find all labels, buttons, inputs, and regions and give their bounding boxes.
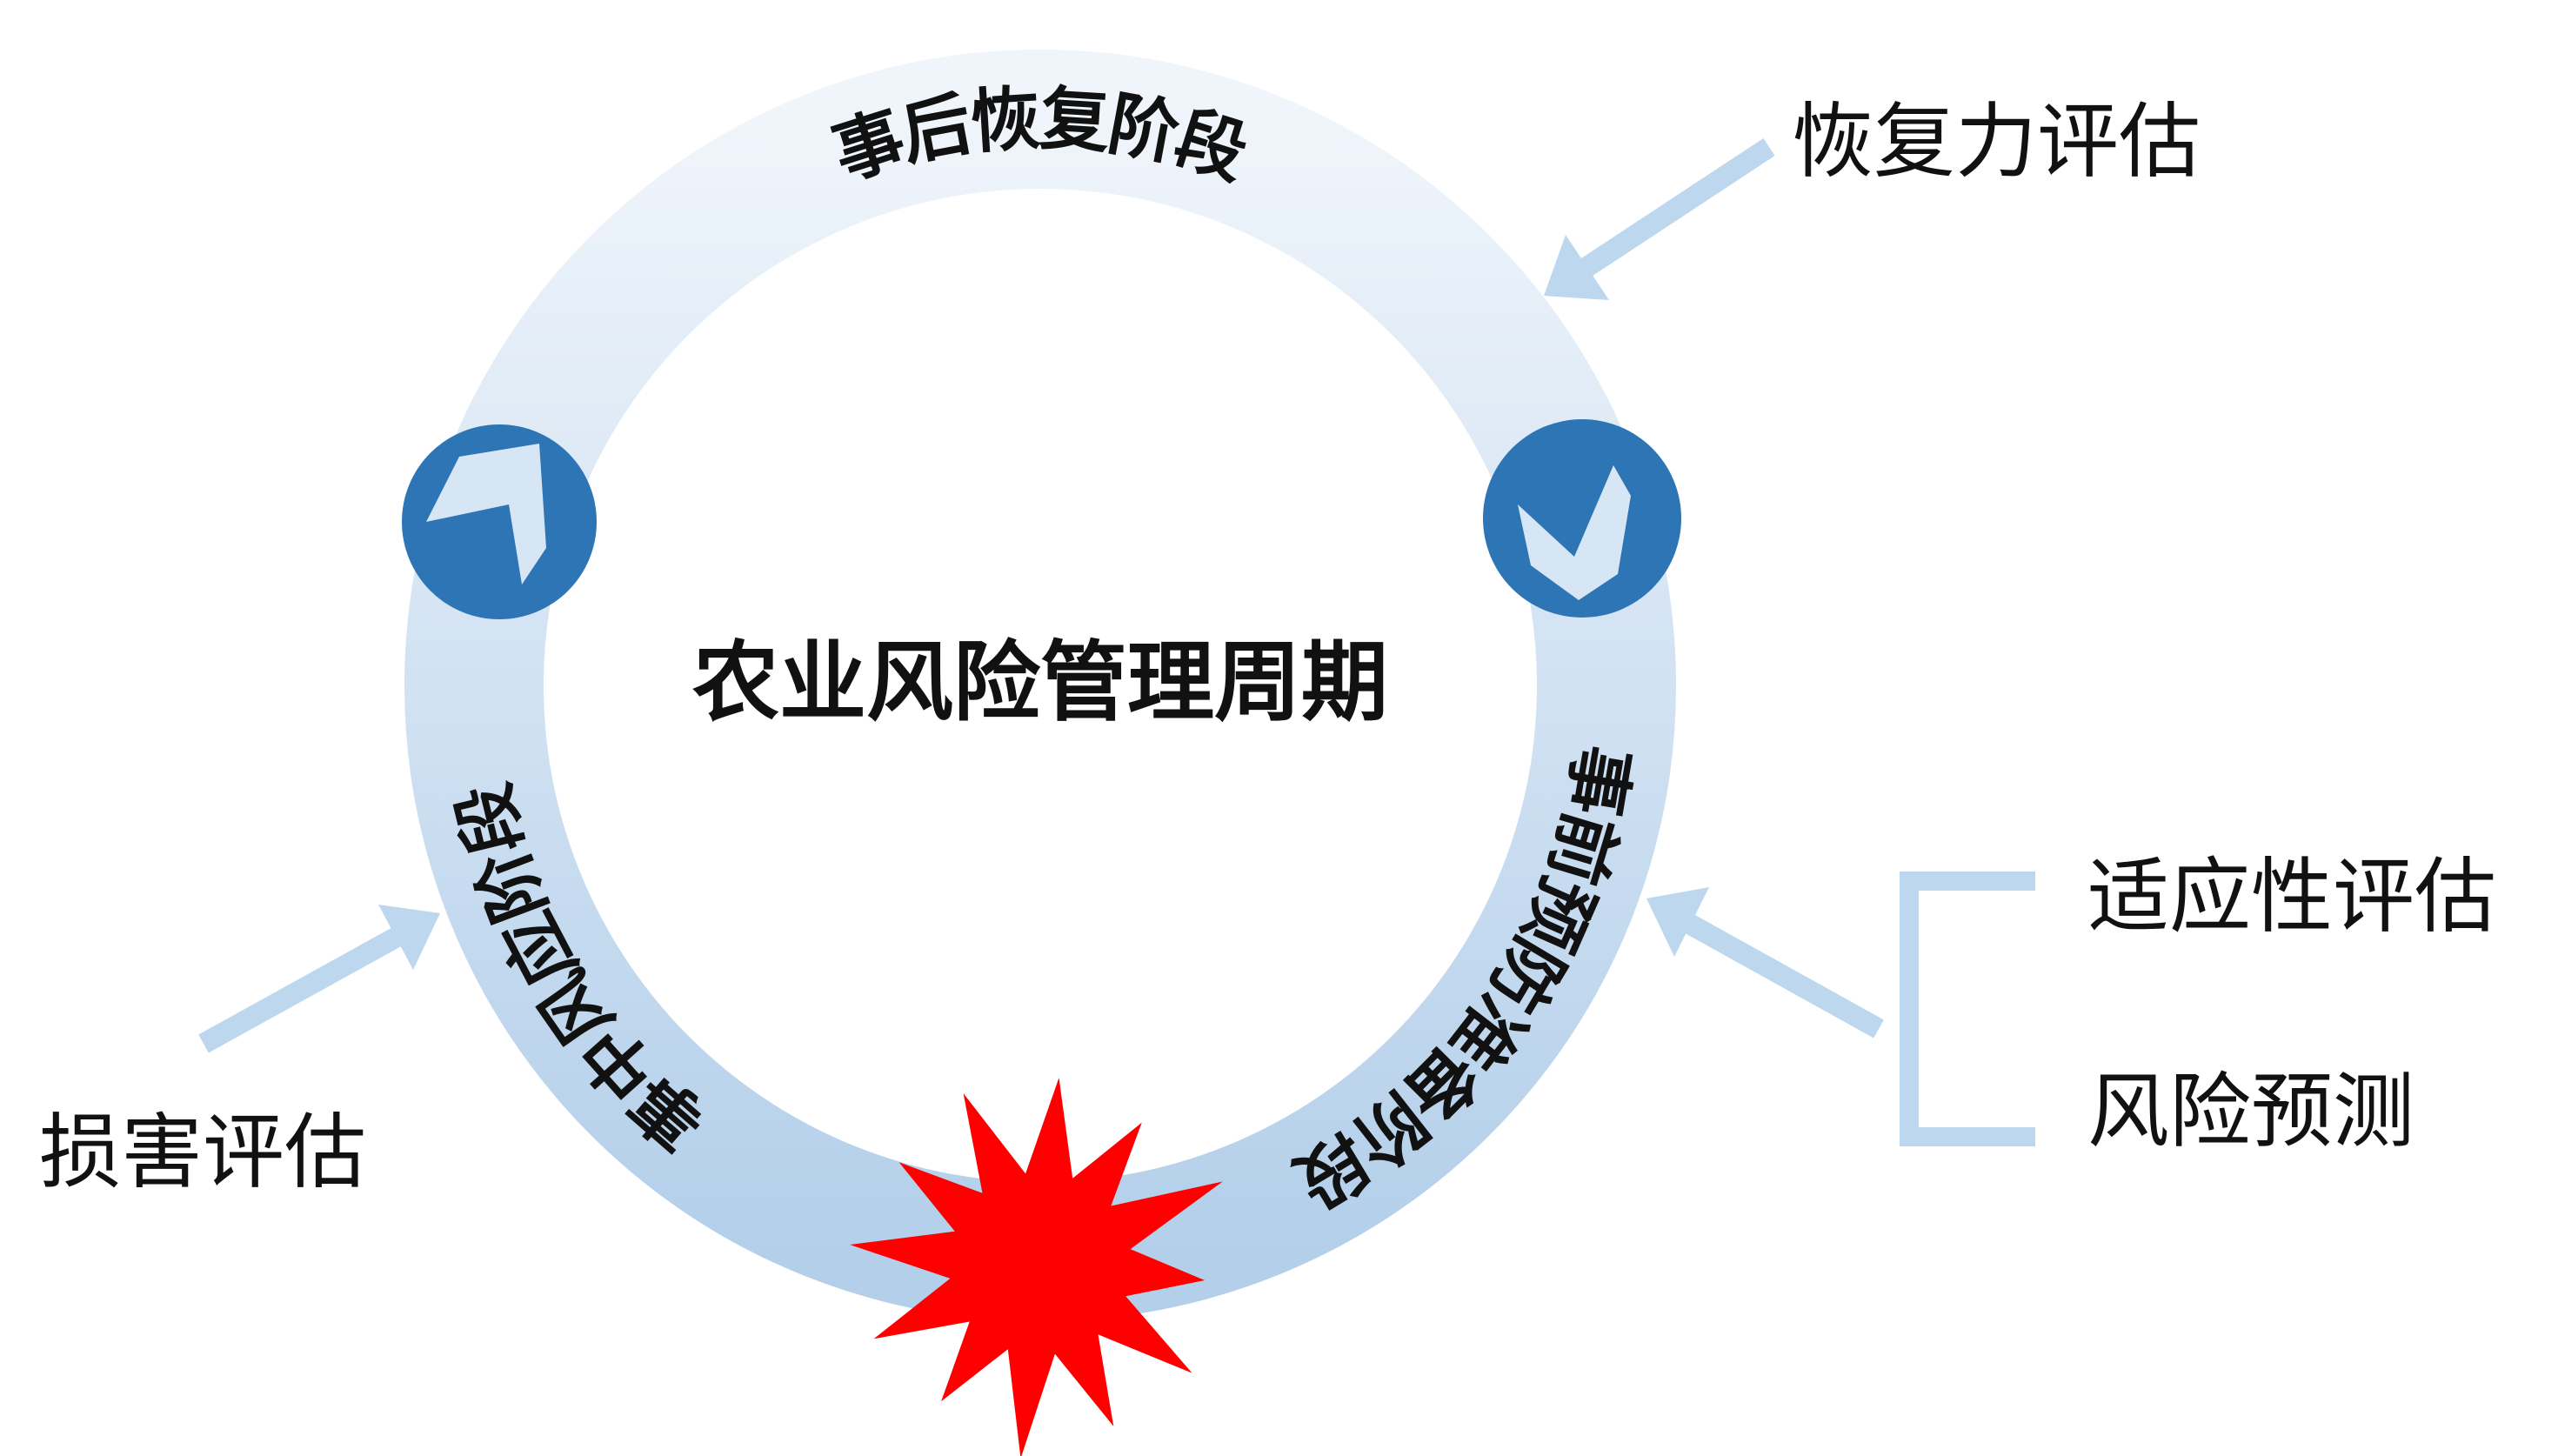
damage-evaluation-label: 损害评估	[39, 1105, 366, 1200]
arrow-resilience	[1544, 137, 1775, 300]
risk-forecast-label: 风险预测	[2087, 1065, 2414, 1159]
disaster-burst-icon	[850, 1078, 1223, 1456]
arrow-pre	[1646, 887, 1884, 1039]
arrow-damage	[198, 905, 440, 1053]
bracket	[1900, 872, 2035, 1146]
chevron-down-icon	[1483, 419, 1681, 618]
adaptability-evaluation-label: 适应性评估	[2087, 850, 2496, 945]
chevron-up-left-icon	[402, 424, 597, 619]
cycle-title: 农业风险管理周期	[692, 631, 1388, 733]
resilience-evaluation-label: 恢复力评估	[1792, 95, 2201, 190]
